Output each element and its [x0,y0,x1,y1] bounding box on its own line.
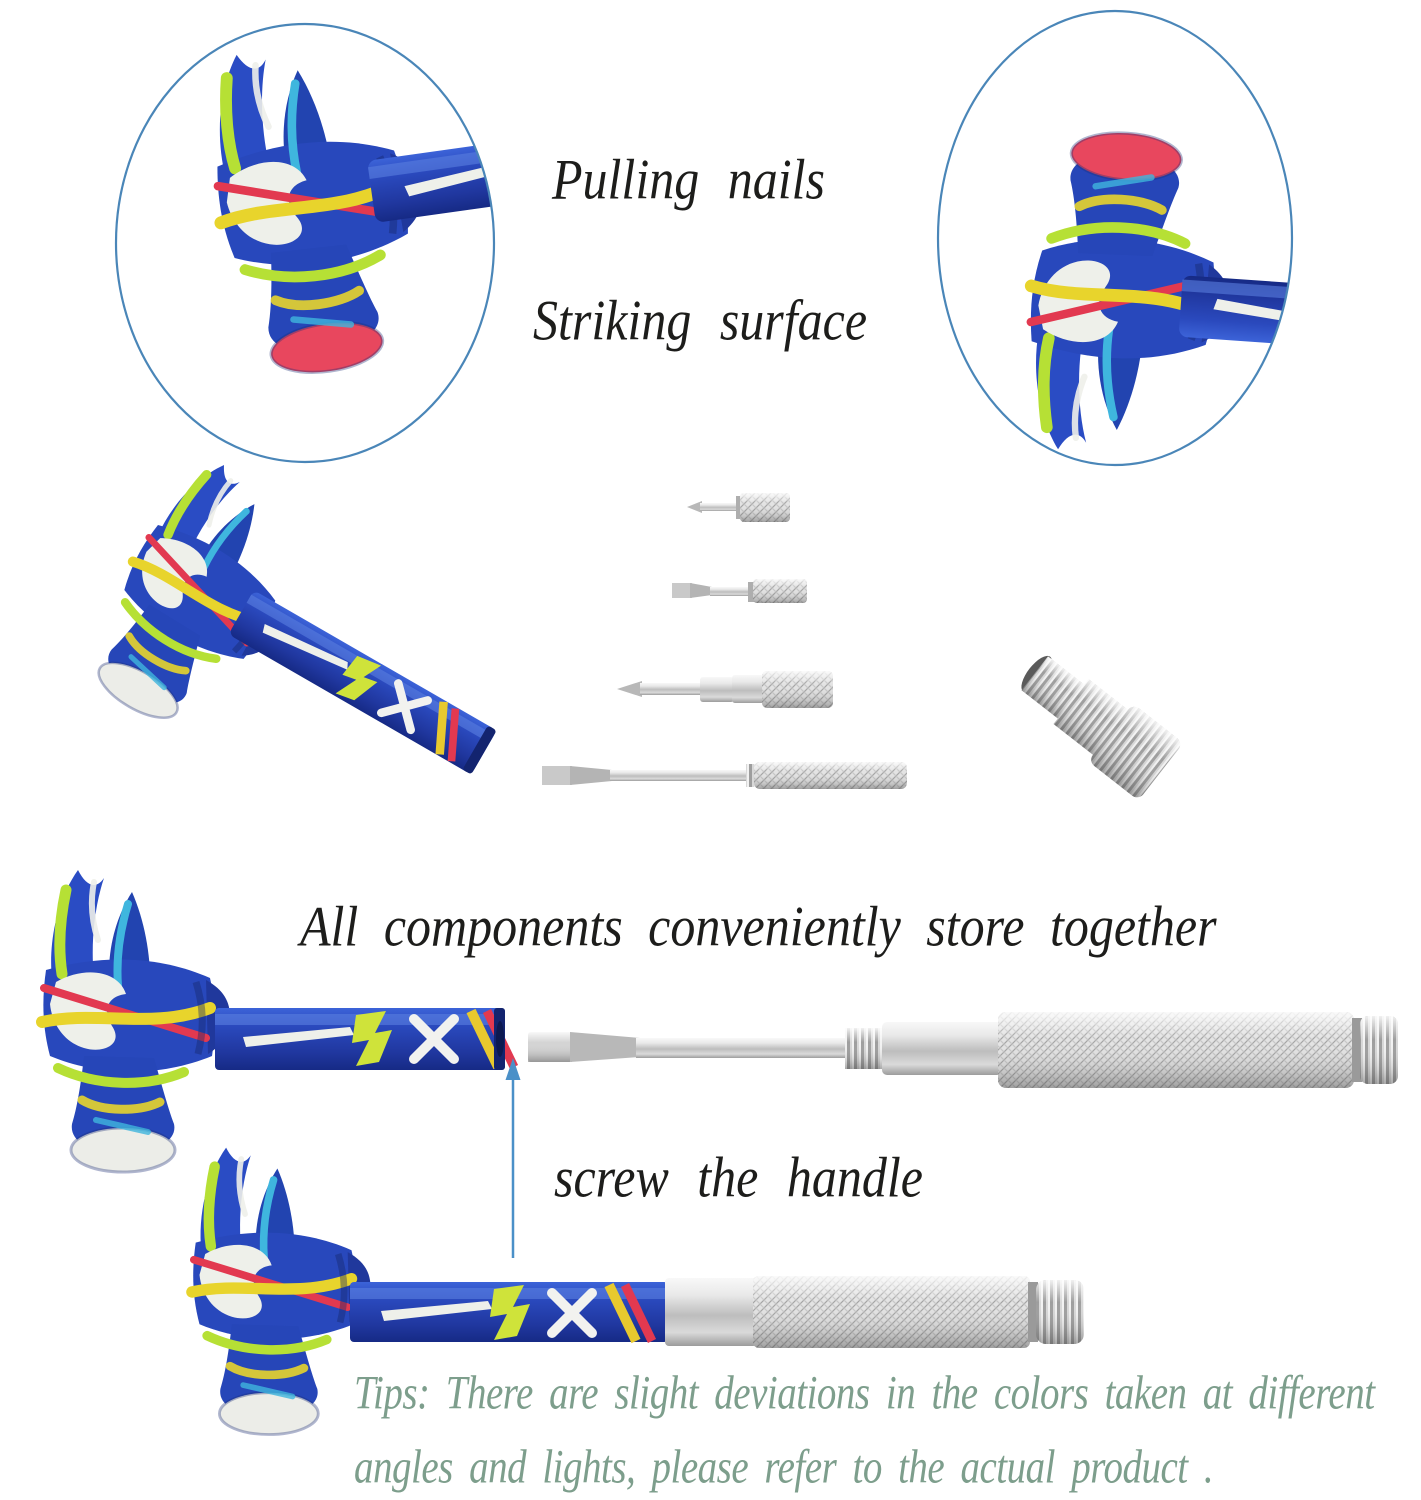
label-striking-surface: Striking surface [533,287,868,352]
phillips-bit-small [687,493,790,522]
tips-line-1: Tips: There are slight deviations in the… [354,1367,1375,1420]
hammer-with-screwdriver-handle-attached [192,1148,1084,1435]
callout-ellipse-right [936,9,1294,482]
ellipse-border-left [114,22,496,464]
ellipse-border-right [936,9,1294,467]
hammer-with-handle-open [42,870,514,1172]
label-pulling-nails: Pulling nails [552,146,825,211]
slotted-screwdriver-bit-large [542,762,907,789]
hammer-claw-closeup [198,0,494,383]
callout-arrow [505,1058,521,1258]
label-store-together: All components conveniently store togeth… [300,893,1217,958]
phillips-bit-medium [617,671,833,708]
tips-line-2: angles and lights, please refer to the a… [354,1441,1214,1494]
slotted-bit-small [672,579,807,603]
slotted-screwdriver-with-knurled-handle [528,1012,1398,1088]
hammer-striking-face-closeup [1020,127,1292,482]
label-screw-the-handle: screw the handle [554,1144,923,1209]
threaded-adapter [1021,655,1181,798]
callout-ellipse-left [114,0,496,464]
multi-tool-hammer-photo [69,450,496,774]
